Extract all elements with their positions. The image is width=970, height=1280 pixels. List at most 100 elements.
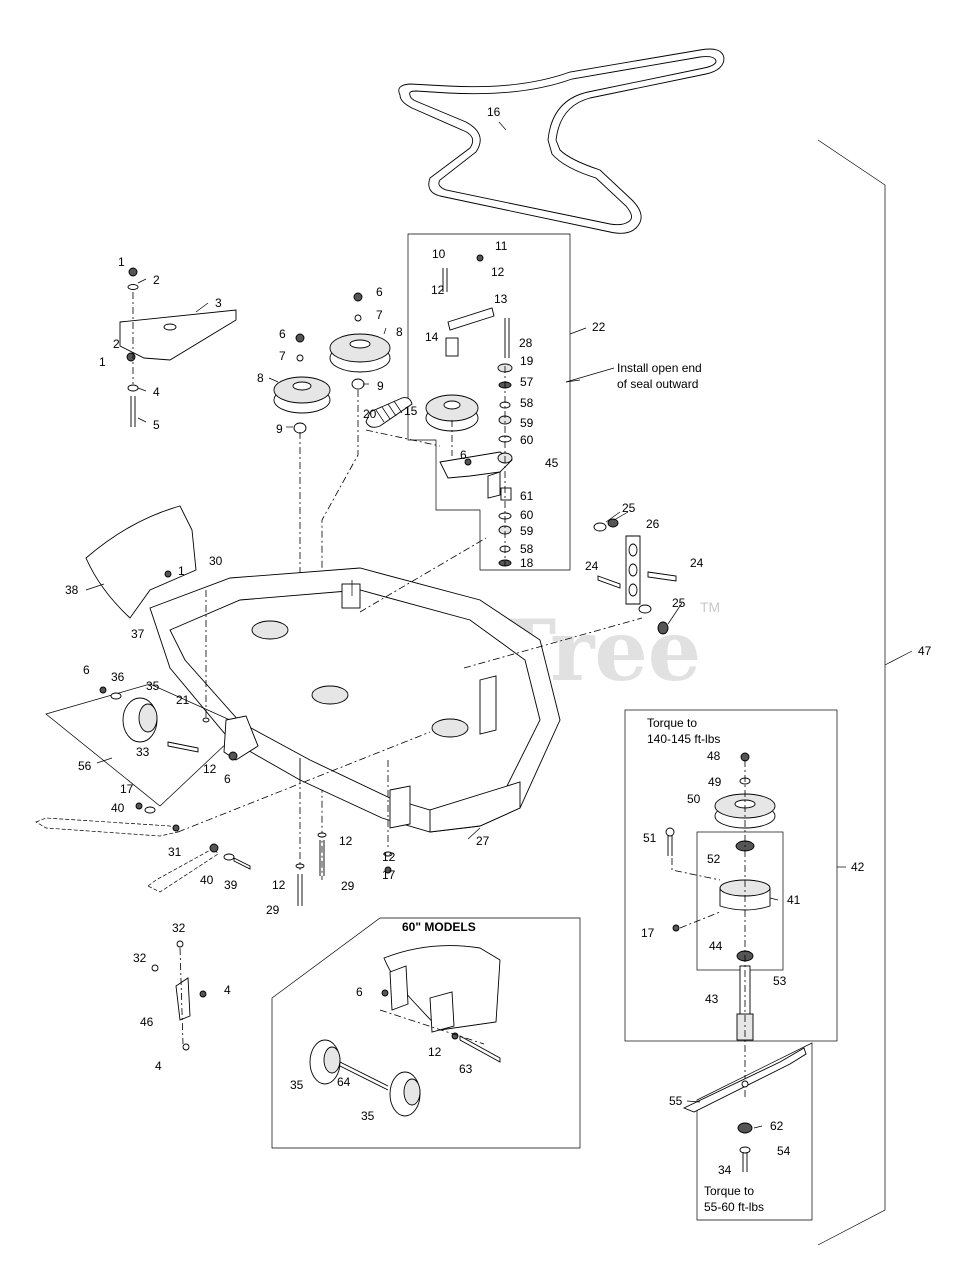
callout-part-32: 32 — [172, 921, 186, 935]
callout-part-39: 39 — [224, 878, 238, 892]
callout-part-24: 24 — [585, 559, 599, 573]
callout-part-50: 50 — [687, 792, 701, 806]
callout-part-59: 59 — [520, 416, 534, 430]
callout-part-53: 53 — [773, 974, 787, 988]
callout-part-61: 61 — [520, 489, 534, 503]
callout-part-12: 12 — [203, 762, 217, 776]
callout-labels: 1232145678967891610111212131422281957585… — [65, 105, 932, 1177]
models-60-box — [271, 917, 581, 1149]
callout-part-14: 14 — [425, 330, 439, 344]
callout-part-12: 12 — [272, 878, 286, 892]
callout-part-60: 60 — [520, 508, 534, 522]
anti-scalp-arms — [35, 731, 431, 893]
callout-part-59: 59 — [520, 524, 534, 538]
callout-part-34: 34 — [718, 1163, 732, 1177]
callout-part-58: 58 — [520, 396, 534, 410]
callout-part-5: 5 — [153, 418, 160, 432]
callout-part-58: 58 — [520, 542, 534, 556]
watermark-tm: TM — [700, 599, 720, 615]
deck-baffle — [85, 505, 197, 619]
callout-part-42: 42 — [851, 860, 865, 874]
callout-part-1: 1 — [118, 255, 125, 269]
callout-part-12: 12 — [382, 850, 396, 864]
callout-part-35: 35 — [361, 1109, 375, 1123]
callout-part-38: 38 — [65, 583, 79, 597]
callout-part-43: 43 — [705, 992, 719, 1006]
callout-part-17: 17 — [120, 782, 134, 796]
assembly-bracket-47 — [817, 139, 886, 1246]
callout-part-25: 25 — [672, 596, 686, 610]
callout-part-6: 6 — [356, 985, 363, 999]
callout-part-12: 12 — [431, 283, 445, 297]
callout-part-10: 10 — [432, 247, 446, 261]
blade-torque-line1: Torque to — [704, 1184, 754, 1198]
callout-part-17: 17 — [641, 926, 655, 940]
callout-part-7: 7 — [376, 308, 383, 322]
baffle-bracket — [119, 267, 237, 427]
callout-part-35: 35 — [290, 1078, 304, 1092]
callout-part-4: 4 — [224, 983, 231, 997]
blade-assembly — [682, 1047, 807, 1172]
callout-part-45: 45 — [545, 456, 559, 470]
callout-part-27: 27 — [476, 834, 490, 848]
spindle-assembly — [665, 752, 776, 1100]
callout-part-12: 12 — [491, 265, 505, 279]
pulley-center — [321, 292, 391, 880]
callout-part-6: 6 — [224, 772, 231, 786]
spindle-torque-line1: Torque to — [647, 716, 697, 730]
callout-part-9: 9 — [276, 422, 283, 436]
callout-part-13: 13 — [494, 292, 508, 306]
callout-part-36: 36 — [111, 670, 125, 684]
callout-part-12: 12 — [428, 1045, 442, 1059]
callout-part-55: 55 — [669, 1094, 683, 1108]
callout-part-6: 6 — [279, 327, 286, 341]
seal-note-line1: Install open end — [617, 361, 702, 375]
callout-part-28: 28 — [519, 336, 533, 350]
idler-spring — [365, 397, 413, 428]
callout-part-6: 6 — [83, 663, 90, 677]
callout-part-19: 19 — [520, 354, 534, 368]
models-60-title: 60" MODELS — [402, 920, 476, 934]
seal-note-line2: of seal outward — [617, 377, 698, 391]
callout-part-40: 40 — [200, 873, 214, 887]
leader-lines — [85, 121, 779, 1129]
callout-part-1: 1 — [178, 564, 185, 578]
callout-part-24: 24 — [690, 556, 704, 570]
callout-part-46: 46 — [140, 1015, 154, 1029]
callout-part-16: 16 — [487, 105, 501, 119]
callout-part-15: 15 — [404, 404, 418, 418]
callout-part-3: 3 — [215, 296, 222, 310]
assembly-notes: Install open end of seal outward Torque … — [402, 361, 764, 1214]
deck-bracket-chain — [593, 518, 677, 635]
callout-part-21: 21 — [176, 693, 190, 707]
callout-part-33: 33 — [136, 745, 150, 759]
callout-part-20: 20 — [363, 407, 377, 421]
callout-part-56: 56 — [78, 759, 92, 773]
callout-part-6: 6 — [460, 448, 467, 462]
callout-part-48: 48 — [707, 749, 721, 763]
pulley-left — [273, 333, 331, 870]
callout-part-40: 40 — [111, 801, 125, 815]
callout-part-30: 30 — [209, 554, 223, 568]
callout-part-4: 4 — [155, 1059, 162, 1073]
callout-part-63: 63 — [459, 1062, 473, 1076]
callout-part-17: 17 — [382, 868, 396, 882]
callout-part-8: 8 — [396, 325, 403, 339]
callout-part-11: 11 — [495, 239, 508, 253]
callout-part-64: 64 — [337, 1075, 351, 1089]
callout-part-4: 4 — [153, 385, 160, 399]
callout-part-2: 2 — [113, 337, 120, 351]
callout-part-29: 29 — [266, 903, 280, 917]
callout-part-37: 37 — [131, 627, 145, 641]
callout-part-8: 8 — [257, 371, 264, 385]
deck-bolts — [295, 760, 393, 906]
idler-pulley — [425, 254, 495, 456]
callout-part-62: 62 — [770, 1119, 784, 1133]
front-wheel-assembly — [45, 590, 259, 807]
callout-part-54: 54 — [777, 1144, 791, 1158]
callout-part-26: 26 — [646, 517, 660, 531]
callout-part-9: 9 — [377, 379, 384, 393]
callout-part-1: 1 — [99, 355, 106, 369]
gauge-bracket — [151, 940, 207, 1051]
